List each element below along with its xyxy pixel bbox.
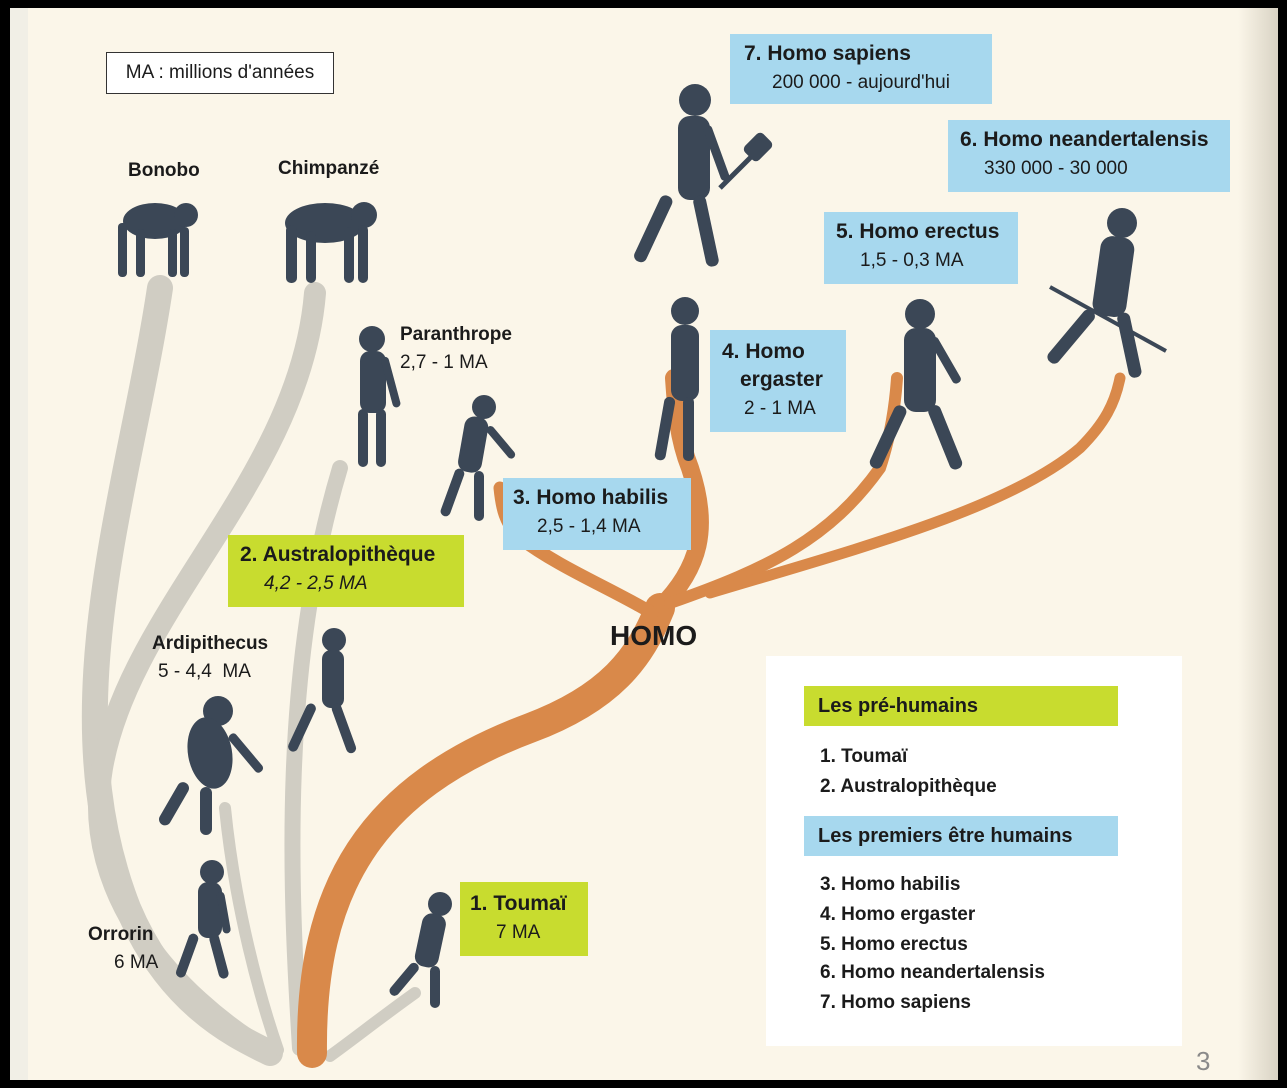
legend-first-human-item: 3. Homo habilis	[820, 874, 961, 895]
toumai-dates: 7 MA	[496, 922, 541, 943]
legend-first-human-item: 5. Homo erectus	[820, 934, 968, 955]
ardipithecus-silhouette	[159, 696, 264, 835]
legend-pre-human-item: 2. Australopithèque	[820, 776, 997, 797]
chimpanzee-silhouette	[285, 202, 377, 283]
species-box-homo-ergaster: 4. Homo ergaster 2 - 1 MA	[710, 330, 846, 432]
homo-erectus-silhouette	[869, 299, 963, 470]
homo-erectus-dates: 1,5 - 0,3 MA	[860, 250, 964, 271]
homo-neandertalensis-dates: 330 000 - 30 000	[984, 158, 1128, 179]
legend-first-humans-title: Les premiers être humains	[804, 816, 1118, 856]
page-number: 3	[1196, 1046, 1211, 1076]
homo-neandertalensis-silhouette	[1047, 208, 1167, 378]
species-box-homo-habilis: 3. Homo habilis 2,5 - 1,4 MA	[503, 478, 691, 550]
species-box-australopitheque: 2. Australopithèque 4,2 - 2,5 MA	[228, 535, 464, 607]
ardipithecus-dates: 5 - 4,4 MA	[158, 661, 251, 682]
homo-sapiens-dates: 200 000 - aujourd'hui	[772, 72, 950, 93]
australopitheque-title: 2. Australopithèque	[240, 543, 436, 566]
paranthrope-dates: 2,7 - 1 MA	[400, 352, 488, 373]
ardipithecus-label: Ardipithecus	[152, 633, 269, 654]
page-edge	[10, 8, 28, 1080]
silhouettes	[118, 84, 1167, 1008]
legend-pre-human-item: 1. Toumaï	[820, 746, 908, 767]
homo-habilis-title: 3. Homo habilis	[513, 486, 669, 509]
homo-erectus-title: 5. Homo erectus	[836, 220, 1000, 243]
paranthrope-label: Paranthrope	[400, 324, 512, 345]
orrorin-silhouette	[175, 860, 231, 979]
orrorin-dates: 6 MA	[114, 952, 159, 973]
homo-ergaster-title-line1: 4. Homo	[722, 340, 805, 363]
page-edge-shadow	[1238, 8, 1278, 1080]
homo-sapiens-title: 7. Homo sapiens	[744, 42, 911, 65]
paranthrope-silhouette	[358, 326, 401, 467]
homo-ergaster-silhouette	[654, 297, 699, 461]
australopitheque-dates: 4,2 - 2,5 MA	[264, 573, 368, 594]
toumai-silhouette	[389, 892, 452, 1008]
toumai-title: 1. Toumaï	[470, 892, 567, 915]
bonobo-label: Bonobo	[128, 160, 200, 181]
homo-label: HOMO	[610, 620, 698, 651]
homo-habilis-silhouette	[440, 395, 516, 521]
legend: Les pré-humains 1. Toumaï 2. Australopit…	[766, 656, 1182, 1046]
homo-neandertalensis-title: 6. Homo neandertalensis	[960, 128, 1209, 151]
legend-first-human-item: 6. Homo neandertalensis	[820, 962, 1045, 983]
legend-pre-humans-title: Les pré-humains	[804, 686, 1118, 726]
species-box-toumai: 1. Toumaï 7 MA	[460, 882, 588, 956]
homo-ergaster-title-line2: ergaster	[740, 368, 823, 391]
diagram-frame: MA : millions d'années Bonobo Chimpanzé …	[10, 8, 1278, 1080]
homo-sapiens-silhouette	[634, 84, 773, 267]
homo-ergaster-dates: 2 - 1 MA	[744, 398, 816, 419]
orrorin-label: Orrorin	[88, 924, 154, 945]
abbreviation-note: MA : millions d'années	[106, 52, 334, 94]
chimpanze-label: Chimpanzé	[278, 158, 380, 179]
legend-first-human-item: 7. Homo sapiens	[820, 992, 971, 1013]
australopithecus-silhouette	[288, 628, 357, 754]
legend-first-human-item: 4. Homo ergaster	[820, 904, 976, 925]
species-box-homo-erectus: 5. Homo erectus 1,5 - 0,3 MA	[824, 212, 1018, 284]
bonobo-silhouette	[118, 203, 198, 277]
species-box-homo-neandertalensis: 6. Homo neandertalensis 330 000 - 30 000	[948, 120, 1230, 192]
homo-habilis-dates: 2,5 - 1,4 MA	[537, 516, 641, 537]
species-box-homo-sapiens: 7. Homo sapiens 200 000 - aujourd'hui	[730, 34, 992, 104]
